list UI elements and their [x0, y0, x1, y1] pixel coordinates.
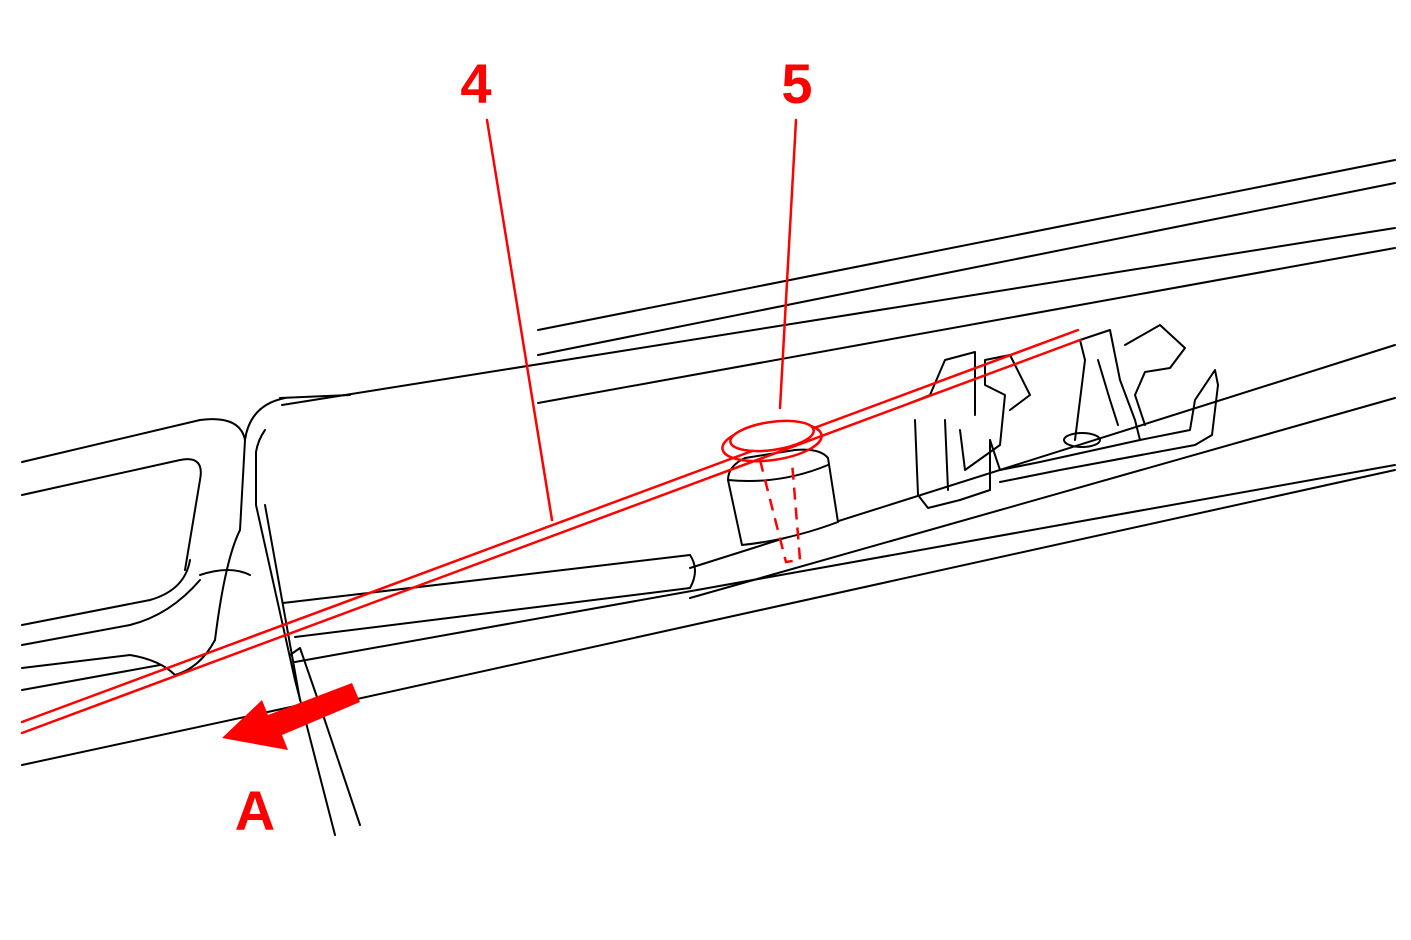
trim-panel-lines — [21, 159, 1396, 836]
retaining-clip — [904, 324, 1219, 509]
leader-line-4 — [485, 118, 554, 522]
direction-arrow-icon — [222, 683, 360, 750]
fastener-shank-hidden — [758, 459, 802, 564]
callout-label-5: 5 — [781, 52, 812, 115]
part-4-line-lower — [20, 338, 1082, 735]
callout-label-4: 4 — [460, 52, 491, 115]
annotations — [20, 118, 1082, 750]
fastener-body — [727, 448, 839, 546]
direction-label-a: A — [235, 779, 275, 842]
part-4-line-upper — [20, 328, 1080, 724]
leader-line-5 — [778, 118, 798, 410]
